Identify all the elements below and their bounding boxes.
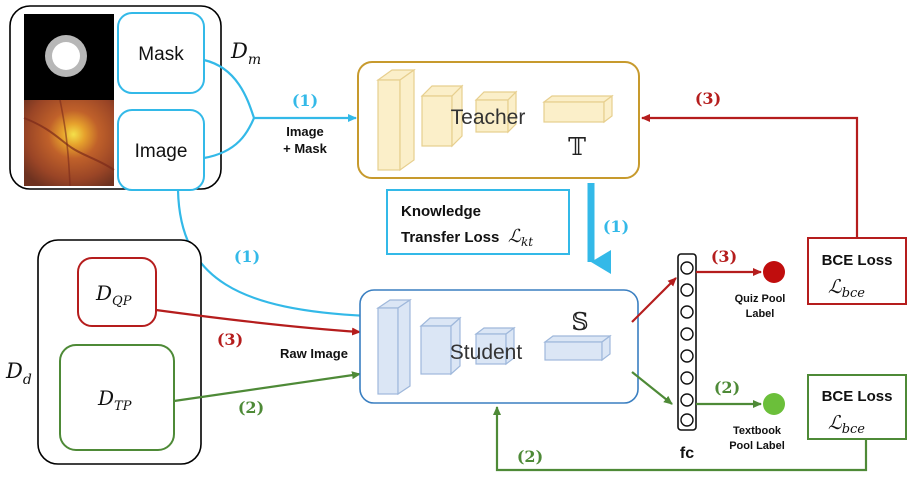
dm-dataset-group: Mask Image Dm [9,5,261,191]
fc-neuron [680,393,694,407]
student-to-fc-red [631,277,677,323]
fc-neuron [680,371,694,385]
fundus-vessel [23,117,115,171]
quiz-pool-line1: Quiz Pool [735,293,786,305]
image-mask-step: (1) [292,91,318,110]
knowledge-transfer-loss: Knowledge Transfer Loss ℒkt [386,189,570,255]
mask-box [117,12,205,94]
bce-bottom-math: ℒbce [828,412,865,437]
bce-to-teacher-step: (3) [695,89,721,108]
bce-to-student-step: (2) [517,447,543,466]
image-mask-line1: Image [286,124,324,139]
mask-label: Mask [138,44,184,65]
image-to-student-curve [176,189,369,320]
qp-to-student-arrow [155,308,361,336]
kt-box [386,189,570,255]
qp-label: DQP [95,281,132,309]
tp-to-student-step: (2) [238,398,264,417]
bce-to-student-arrow [493,406,868,472]
fc-neuron [680,349,694,363]
textbook-pool-line2: Pool Label [729,440,785,452]
fc-to-textbook-step: (2) [714,378,740,397]
student-layers [376,298,612,396]
bce-top-box [807,237,907,305]
fundus-vessel-2 [59,99,71,187]
image-mask-line2: + Mask [283,141,327,156]
teacher-symbol: 𝕋 [568,133,586,161]
tp-label: DTP [97,386,132,414]
bce-bottom-box [807,374,907,440]
student-model: Student 𝕊 [359,289,639,404]
mask-merge-curve [203,58,256,119]
fc-neuron [680,261,694,275]
qp-box [77,257,157,327]
image-to-student-step: (1) [234,247,260,266]
image-label: Image [135,141,188,162]
fc-neuron [680,413,694,427]
teacher-model: Teacher 𝕋 [357,61,640,179]
fc-label: fc [680,445,694,462]
fc-bar [677,253,697,431]
kt-line1: Knowledge [401,203,481,220]
image-box [117,109,205,191]
dd-dataset-group: DQP DTP Dd [5,239,202,465]
fc-layer: fc [677,253,697,462]
kt-math: ℒkt [508,226,533,249]
bce-to-teacher-arrow [641,114,859,238]
mask-core [52,42,80,70]
raw-image-step: (3) [217,330,243,349]
fc-neuron [680,283,694,297]
teacher-label: Teacher [451,106,526,129]
student-to-fc-green [631,371,673,405]
bce-top-math: ℒbce [828,276,865,301]
textbook-pool-dot [763,393,785,415]
dm-label: Dm [230,39,261,68]
textbook-pool-line1: Textbook [733,425,782,437]
dd-label: Dd [5,359,32,388]
kt-line2: Transfer Loss [401,229,499,246]
tp-box [59,344,175,451]
teacher-to-student-step: (1) [603,217,629,236]
fc-to-quiz-step: (3) [711,247,737,266]
image-merge-curve [203,117,256,160]
bce-loss-bottom: BCE Loss ℒbce [807,374,907,440]
quiz-pool-dot [763,261,785,283]
bce-bottom-title: BCE Loss [822,388,893,405]
student-label: Student [450,341,523,364]
bce-loss-top: BCE Loss ℒbce [807,237,907,305]
student-symbol: 𝕊 [571,308,588,336]
tp-to-student-arrow [173,371,361,403]
raw-image-label: Raw Image [280,346,348,361]
quiz-pool-line2: Label [746,308,775,320]
teacher-layers [376,68,614,172]
bce-top-title: BCE Loss [822,252,893,269]
fc-neuron [680,327,694,341]
fc-neuron [680,305,694,319]
